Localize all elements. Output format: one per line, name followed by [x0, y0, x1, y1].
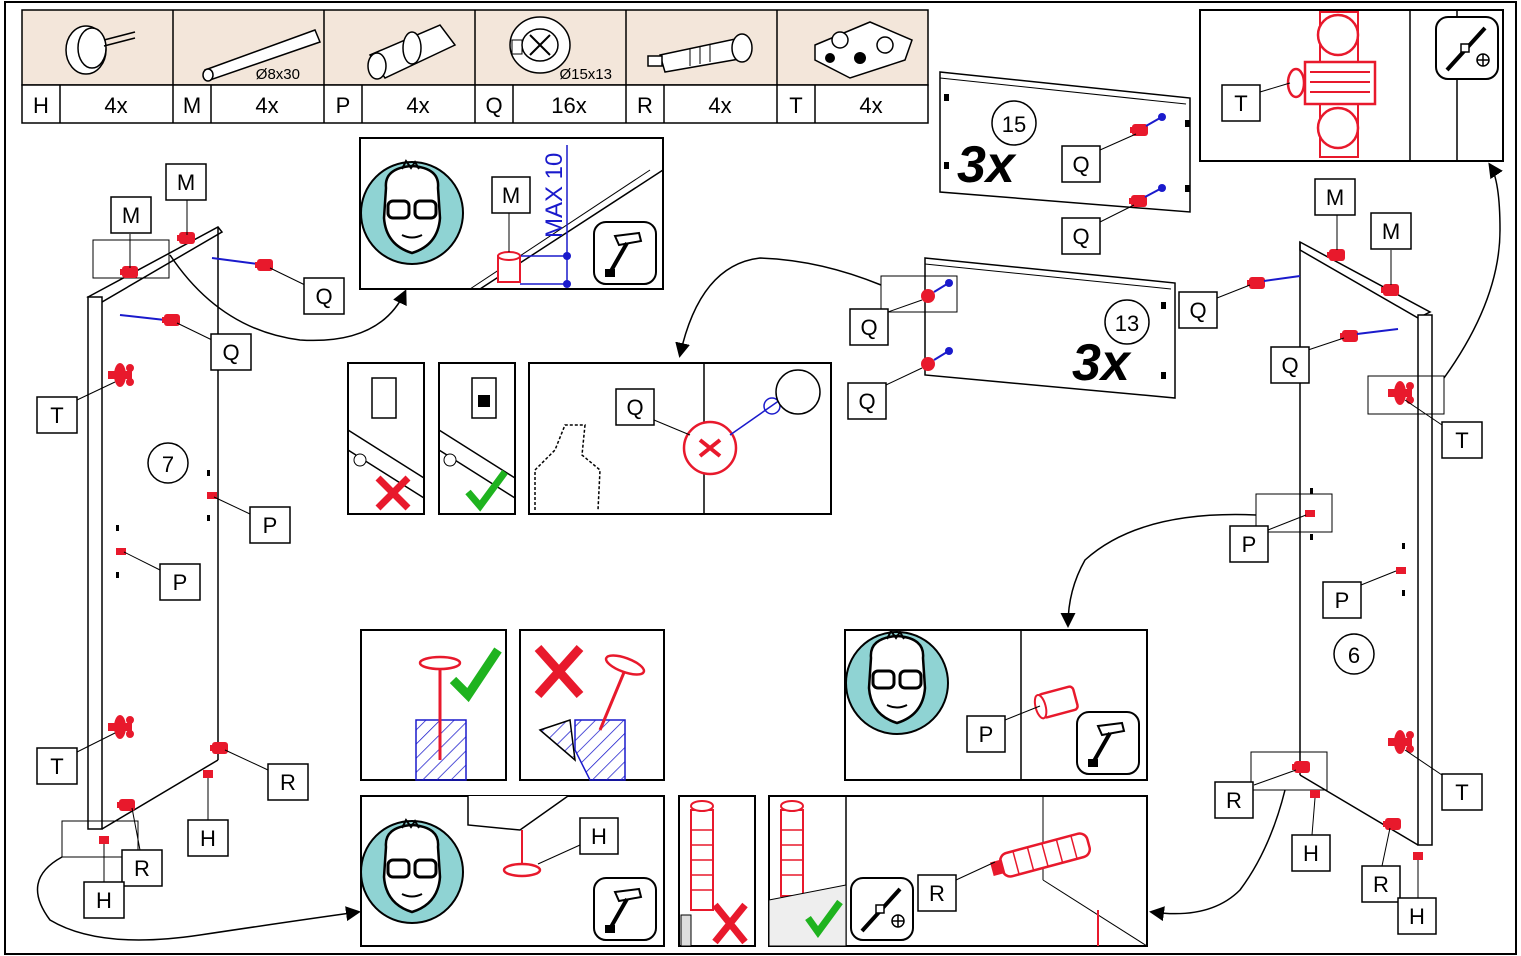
callout-m-4: M — [1382, 219, 1400, 244]
callout-r-1: R — [280, 770, 296, 795]
callout-q-3: Q — [1189, 298, 1206, 323]
callout-h-4: H — [1409, 904, 1425, 929]
callout-h-detail: H — [591, 824, 607, 849]
arrow-to-t-detail — [1443, 162, 1503, 379]
hand-icon — [534, 424, 601, 511]
right-callouts: M M Q Q T P P T R H R H — [1178, 178, 1483, 935]
q-right-box — [438, 362, 516, 515]
check-icon — [465, 469, 508, 512]
callout-p-detail: P — [979, 722, 994, 747]
callout-q-detail: Q — [626, 395, 643, 420]
part-r-letter: R — [637, 93, 653, 118]
arrow-to-m-detail — [169, 254, 407, 342]
left-side-panel: 7 — [61, 226, 273, 858]
arrow-to-p-detail — [1060, 513, 1257, 628]
detail-p-box: P — [844, 629, 1148, 781]
h-wrong-box — [519, 629, 665, 781]
callout-r-4: R — [1373, 872, 1389, 897]
hammer-icon — [592, 220, 658, 286]
part-p-image — [367, 24, 457, 80]
arrow-to-r-detail — [1149, 789, 1286, 922]
screwdriver-icon — [849, 876, 915, 942]
callout-q-shelf15-1: Q — [1072, 152, 1089, 177]
part-q-dimension: Ø15x13 — [559, 66, 612, 83]
part-m-image — [202, 29, 321, 82]
callout-p-1: P — [263, 513, 278, 538]
right-panel-number: 6 — [1348, 643, 1360, 668]
detail-t-box: T — [1199, 9, 1504, 162]
callout-r-3: R — [1226, 788, 1242, 813]
callout-p-2: P — [173, 570, 188, 595]
callout-m-1: M — [177, 170, 195, 195]
top-shelf-count: 3x — [957, 136, 1017, 194]
callout-m-3: M — [1326, 185, 1344, 210]
mid-shelf-13: 13 3x Q Q — [847, 257, 1176, 420]
part-q-qty: 16x — [551, 93, 586, 118]
q-wrong-box — [347, 362, 425, 515]
max-depth-label: MAX 10 — [541, 153, 568, 238]
part-h-qty: 4x — [104, 93, 127, 118]
part-m-letter: M — [183, 93, 201, 118]
callout-r-detail: R — [929, 881, 945, 906]
callout-m-2: M — [122, 203, 140, 228]
safety-goggles-icon — [359, 159, 465, 266]
top-shelf-number: 15 — [1002, 112, 1026, 137]
top-shelf-15: 15 3x Q Q — [939, 71, 1191, 255]
arrow-to-q-detail — [675, 257, 882, 358]
callout-q-4: Q — [1281, 353, 1298, 378]
callout-q-shelf13-2: Q — [858, 389, 875, 414]
part-q-image — [509, 16, 571, 74]
left-panel-number: 7 — [162, 452, 174, 477]
part-q-letter: Q — [485, 93, 502, 118]
part-r-image — [647, 33, 753, 73]
callout-t-detail: T — [1234, 91, 1247, 116]
detail-h-box: H — [359, 795, 665, 947]
arrow-to-h-detail — [36, 856, 361, 941]
parts-table: Ø8x30 Ø15x13 H 4x M 4x P 4x Q 16x R 4x T… — [21, 9, 929, 124]
part-m-dimension: Ø8x30 — [256, 66, 300, 83]
left-callouts: M M Q Q T P P T R H R H — [36, 163, 345, 919]
callout-q-shelf15-2: Q — [1072, 224, 1089, 249]
cross-icon — [375, 475, 411, 511]
r-right-box: R — [768, 795, 1148, 947]
callout-p-3: P — [1242, 532, 1257, 557]
callout-h-3: H — [1303, 841, 1319, 866]
callout-h-1: H — [200, 826, 216, 851]
r-wrong-box — [678, 795, 756, 947]
callout-t-1: T — [50, 403, 63, 428]
right-side-panel: 6 — [1247, 240, 1445, 860]
callout-q-shelf13-1: Q — [860, 315, 877, 340]
detail-m-box: MAX 10 M — [359, 137, 664, 290]
part-r-qty: 4x — [708, 93, 731, 118]
part-t-image — [814, 21, 913, 79]
part-p-letter: P — [336, 93, 351, 118]
callout-q-1: Q — [315, 284, 332, 309]
h-right-box — [360, 629, 507, 781]
part-h-letter: H — [33, 93, 49, 118]
part-t-qty: 4x — [859, 93, 882, 118]
callout-q-2: Q — [222, 340, 239, 365]
mid-shelf-count: 3x — [1072, 334, 1132, 392]
callout-t-2: T — [50, 754, 63, 779]
mid-shelf-number: 13 — [1115, 311, 1139, 336]
sheet-border — [4, 1, 1517, 955]
callout-h-2: H — [96, 888, 112, 913]
part-m-qty: 4x — [255, 93, 278, 118]
callout-m-detail: M — [502, 183, 520, 208]
part-p-qty: 4x — [406, 93, 429, 118]
callout-t-3: T — [1455, 428, 1468, 453]
part-h-image — [65, 25, 136, 75]
part-t-letter: T — [789, 93, 802, 118]
callout-t-4: T — [1455, 780, 1468, 805]
callout-r-2: R — [134, 856, 150, 881]
q-detail-box: Q — [528, 362, 832, 515]
callout-p-4: P — [1335, 588, 1350, 613]
